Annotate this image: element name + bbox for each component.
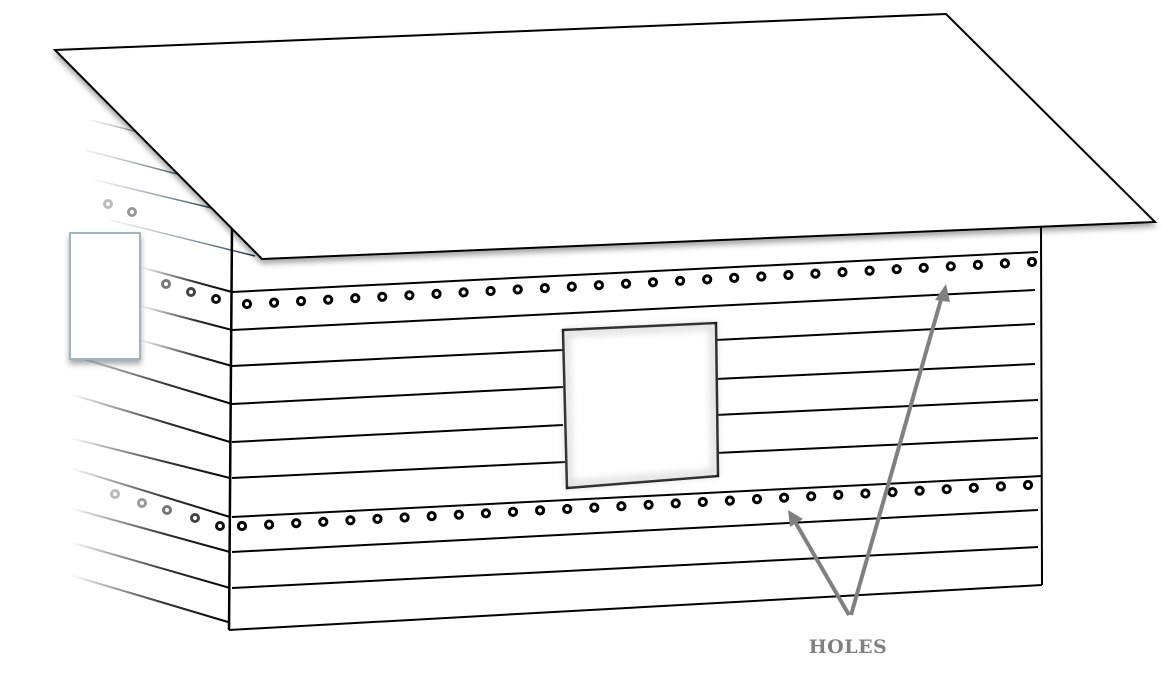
hole-icon <box>643 499 654 510</box>
hole-icon <box>914 485 925 496</box>
hole-icon <box>350 293 361 304</box>
hole-icon <box>751 494 763 505</box>
arrowhead-lower-icon <box>788 510 803 527</box>
roof <box>52 12 1158 261</box>
hole-icon <box>616 501 627 512</box>
hole-icon <box>833 489 844 500</box>
hole-icon <box>566 281 577 292</box>
hole-icon <box>345 515 356 526</box>
hole-icon <box>670 498 681 509</box>
hole-icon <box>864 265 875 276</box>
callout-arrows <box>788 284 950 617</box>
hole-icon <box>318 516 329 527</box>
hole-icon <box>512 284 523 295</box>
upper-hole-row <box>241 256 1038 310</box>
hole-icon <box>562 503 573 515</box>
hole-icon <box>779 492 790 503</box>
hole-icon <box>431 288 442 299</box>
hole-icon <box>860 488 871 499</box>
hole-icon <box>972 259 984 270</box>
corner-post <box>227 227 234 631</box>
hole-icon <box>806 491 817 502</box>
hole-icon <box>236 520 248 532</box>
arrowhead-upper-icon <box>935 284 950 302</box>
hole-icon <box>887 487 898 498</box>
hole-icon <box>399 512 410 523</box>
hole-icon <box>945 261 956 272</box>
hole-icon <box>323 294 334 305</box>
hole-icon <box>702 274 713 285</box>
holes-label: HOLES <box>808 636 888 658</box>
hole-icon <box>458 287 469 298</box>
hole-icon <box>241 298 253 310</box>
hole-icon <box>377 291 388 302</box>
hole-icon <box>1022 479 1034 491</box>
hole-icon <box>291 518 302 529</box>
hole-icon <box>404 290 415 301</box>
hole-icon <box>507 506 519 517</box>
front-window <box>561 321 720 490</box>
hole-icon <box>269 297 280 308</box>
hole-icon <box>264 519 275 530</box>
hole-icon <box>837 267 848 278</box>
hole-icon <box>480 508 491 519</box>
hole-icon <box>593 280 605 291</box>
hole-icon <box>724 495 736 506</box>
arrow-to-lower-holes <box>792 518 851 617</box>
hole-icon <box>372 513 383 525</box>
side-holes-upper <box>103 199 221 304</box>
hole-icon <box>891 264 902 275</box>
hole-icon <box>999 258 1011 269</box>
side-wall <box>69 119 256 623</box>
hole-icon <box>995 481 1007 492</box>
hole-icon <box>756 271 767 282</box>
hole-icon <box>1026 256 1038 268</box>
hole-icon <box>941 484 952 495</box>
hole-icon <box>783 269 794 281</box>
hole-icon <box>968 482 979 493</box>
hole-icon <box>539 283 550 294</box>
hole-icon <box>697 496 708 508</box>
hole-icon <box>426 511 437 522</box>
front-wall <box>228 225 1043 631</box>
hole-icon <box>647 277 659 288</box>
hole-icon <box>485 285 496 297</box>
hole-icon <box>675 275 686 286</box>
hole-icon <box>296 296 307 307</box>
lower-hole-row <box>236 479 1034 532</box>
arrow-to-upper-holes <box>849 295 944 616</box>
side-window <box>69 232 141 360</box>
hole-icon <box>535 505 546 516</box>
hole-icon <box>810 268 821 279</box>
side-holes-lower <box>110 489 225 531</box>
hole-icon <box>729 272 740 283</box>
hole-icon <box>453 509 464 520</box>
hole-icon <box>620 278 632 289</box>
hole-icon <box>918 262 929 273</box>
hole-icon <box>589 502 600 513</box>
